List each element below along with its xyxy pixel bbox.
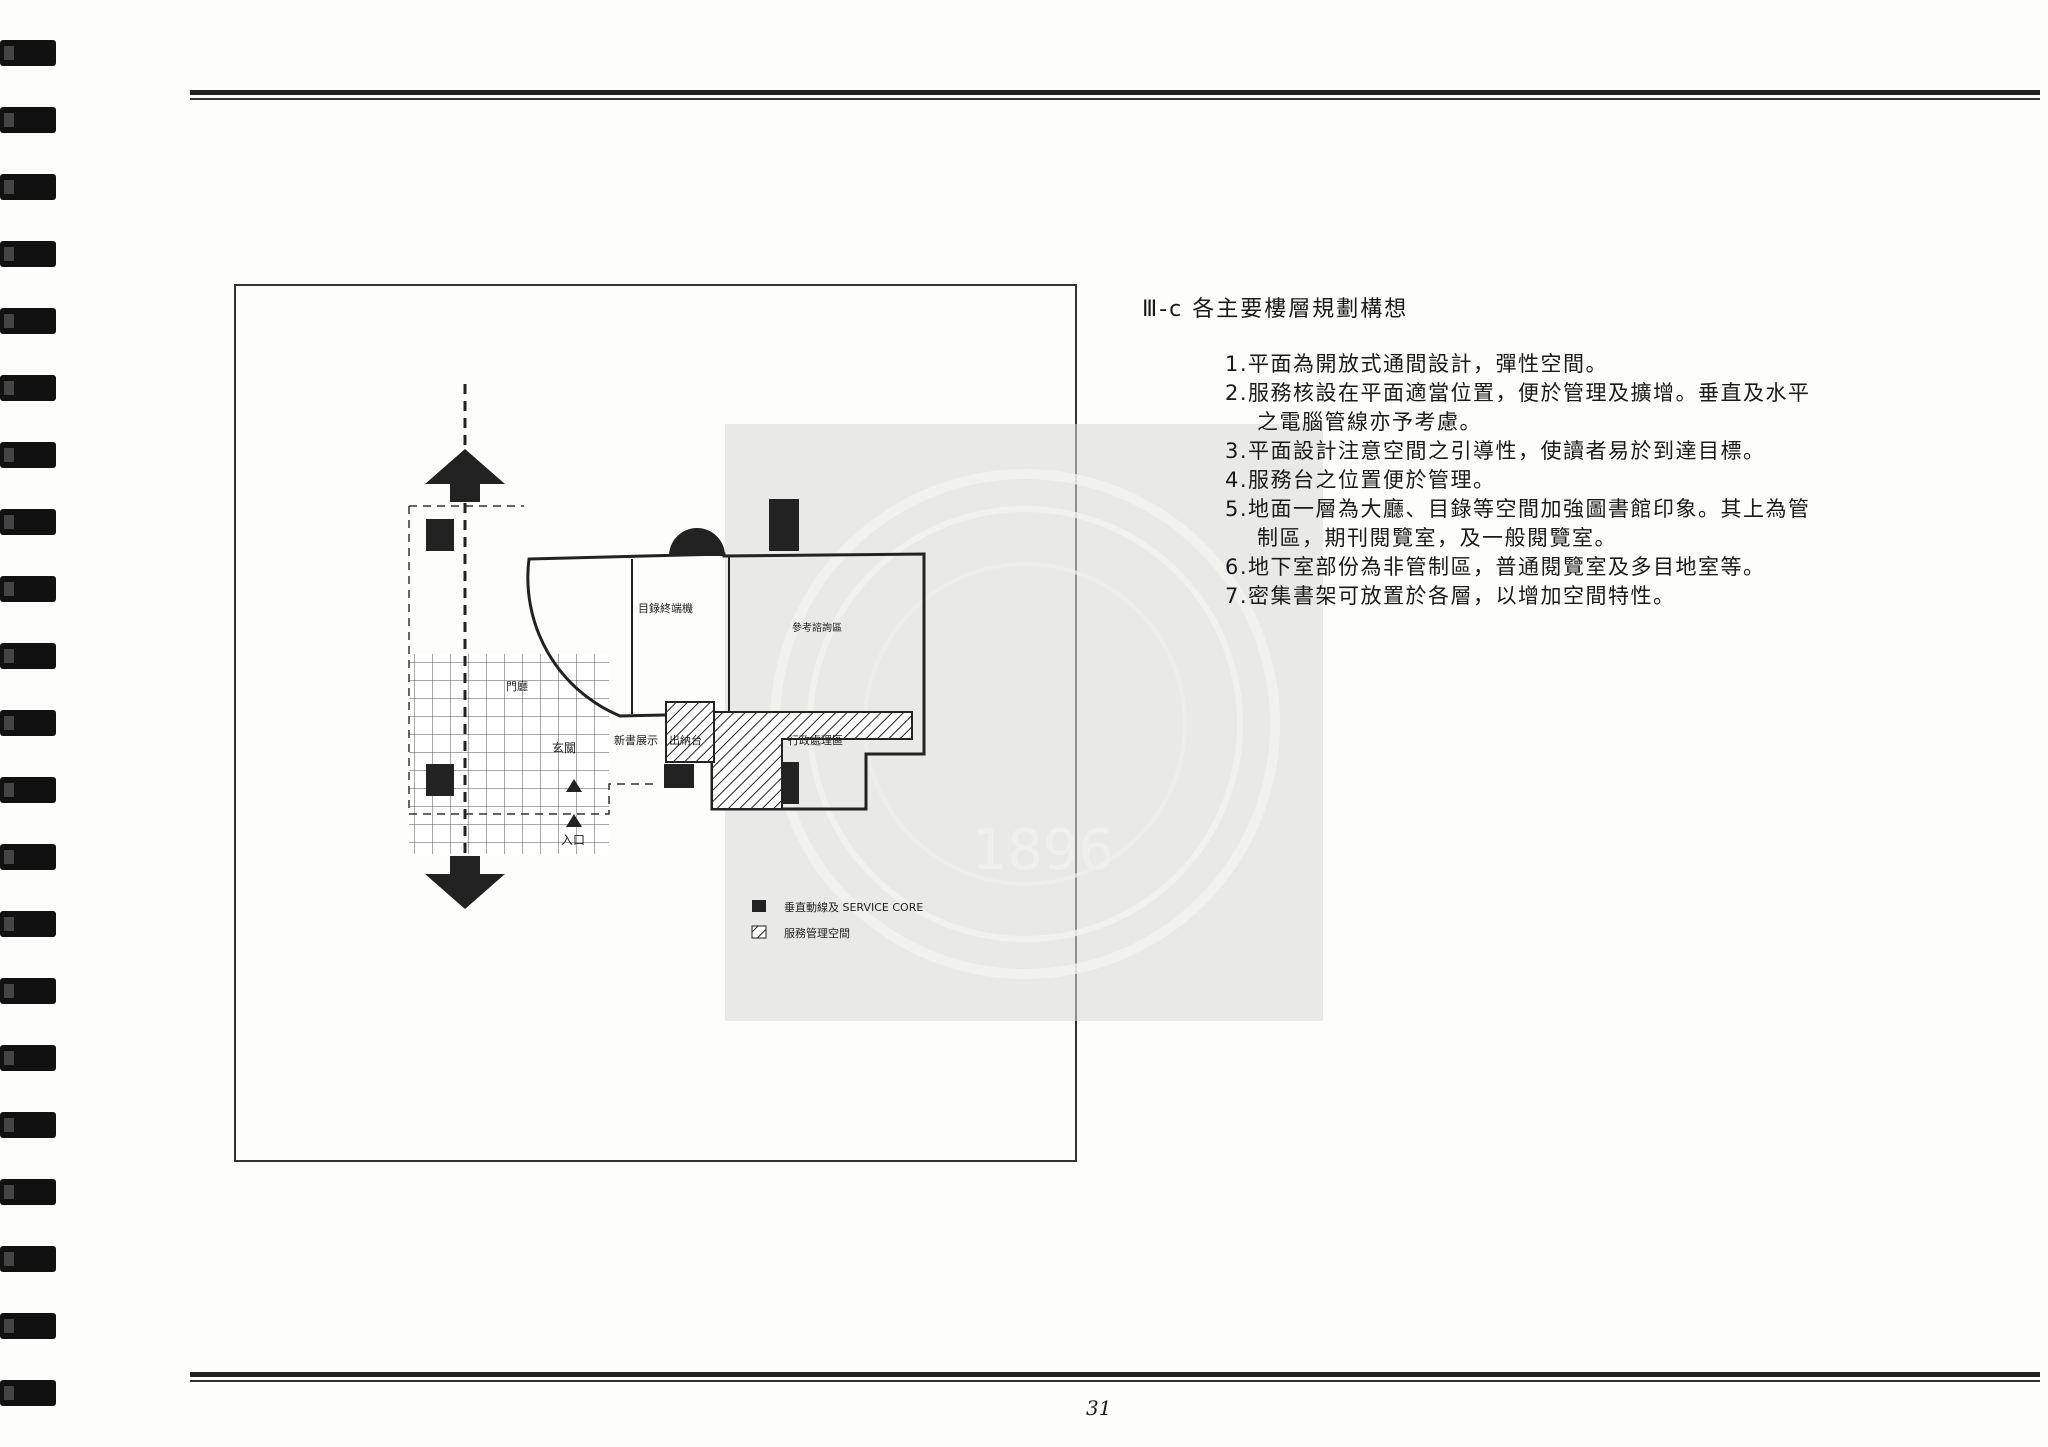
list-item: 2.服務核設在平面適當位置，便於管理及擴增。垂直及水平 之電腦管線亦予考慮。 xyxy=(1225,381,1811,434)
label-circulation: 出納台 xyxy=(669,733,702,747)
service-core xyxy=(426,764,454,796)
list-item: 6.地下室部份為非管制區，普通閱覽室及多目地室等。 xyxy=(1225,555,1766,579)
list-item: 5.地面一層為大廳、目錄等空間加強圖書館印象。其上為管 制區，期刊閱覽室，及一般… xyxy=(1225,497,1811,550)
legend-solid-label: 垂直動線及 SERVICE CORE xyxy=(784,900,923,914)
circulation-desk xyxy=(665,701,715,763)
entry-marker-icon xyxy=(566,779,582,792)
entry-marker-icon xyxy=(566,814,582,827)
footer-rule xyxy=(190,1372,2040,1382)
spiral-binding xyxy=(0,40,56,1406)
label-entrance: 入口 xyxy=(561,833,585,847)
legend-hatched-swatch xyxy=(751,925,767,939)
label-hall: 門廳 xyxy=(506,679,528,693)
list-item: 4.服務台之位置便於管理。 xyxy=(1225,468,1496,492)
arrow-down-icon xyxy=(425,856,505,909)
service-core xyxy=(426,519,454,551)
header-rule xyxy=(190,90,2040,100)
legend-solid-swatch xyxy=(752,900,766,912)
list-item: 7.密集書架可放置於各層，以增加空間特性。 xyxy=(1225,584,1676,608)
planning-items-list: 1.平面為開放式通間設計，彈性空間。 2.服務核設在平面適當位置，便於管理及擴增… xyxy=(1225,350,2025,611)
label-reference: 參考諮詢區 xyxy=(792,621,842,634)
legend-hatched-label: 服務管理空間 xyxy=(784,926,850,940)
service-core xyxy=(769,499,799,551)
section-heading: Ⅲ-c 各主要樓層規劃構想 xyxy=(1142,297,1409,322)
label-new-books: 新書展示 xyxy=(614,733,658,747)
admin-hatched-area xyxy=(711,711,913,810)
service-core xyxy=(664,764,694,788)
arrow-up-icon xyxy=(425,449,505,502)
page-number: 31 xyxy=(1086,1396,1112,1420)
floor-plan-diagram: 目錄終端機 門廳 玄關 新書展示 出納台 參考諮詢區 行政處理區 入口 垂直動線… xyxy=(408,384,926,940)
stair-drum xyxy=(669,528,725,556)
label-vestibule: 玄關 xyxy=(552,740,576,755)
watermark-year: 1896 xyxy=(972,818,1115,883)
label-catalog: 目錄終端機 xyxy=(638,601,693,615)
building-outline xyxy=(526,552,926,811)
list-item: 3.平面設計注意空間之引導性，使讀者易於到達目標。 xyxy=(1225,439,1766,463)
label-admin: 行政處理區 xyxy=(788,733,843,747)
list-item: 1.平面為開放式通間設計，彈性空間。 xyxy=(1225,352,1609,376)
